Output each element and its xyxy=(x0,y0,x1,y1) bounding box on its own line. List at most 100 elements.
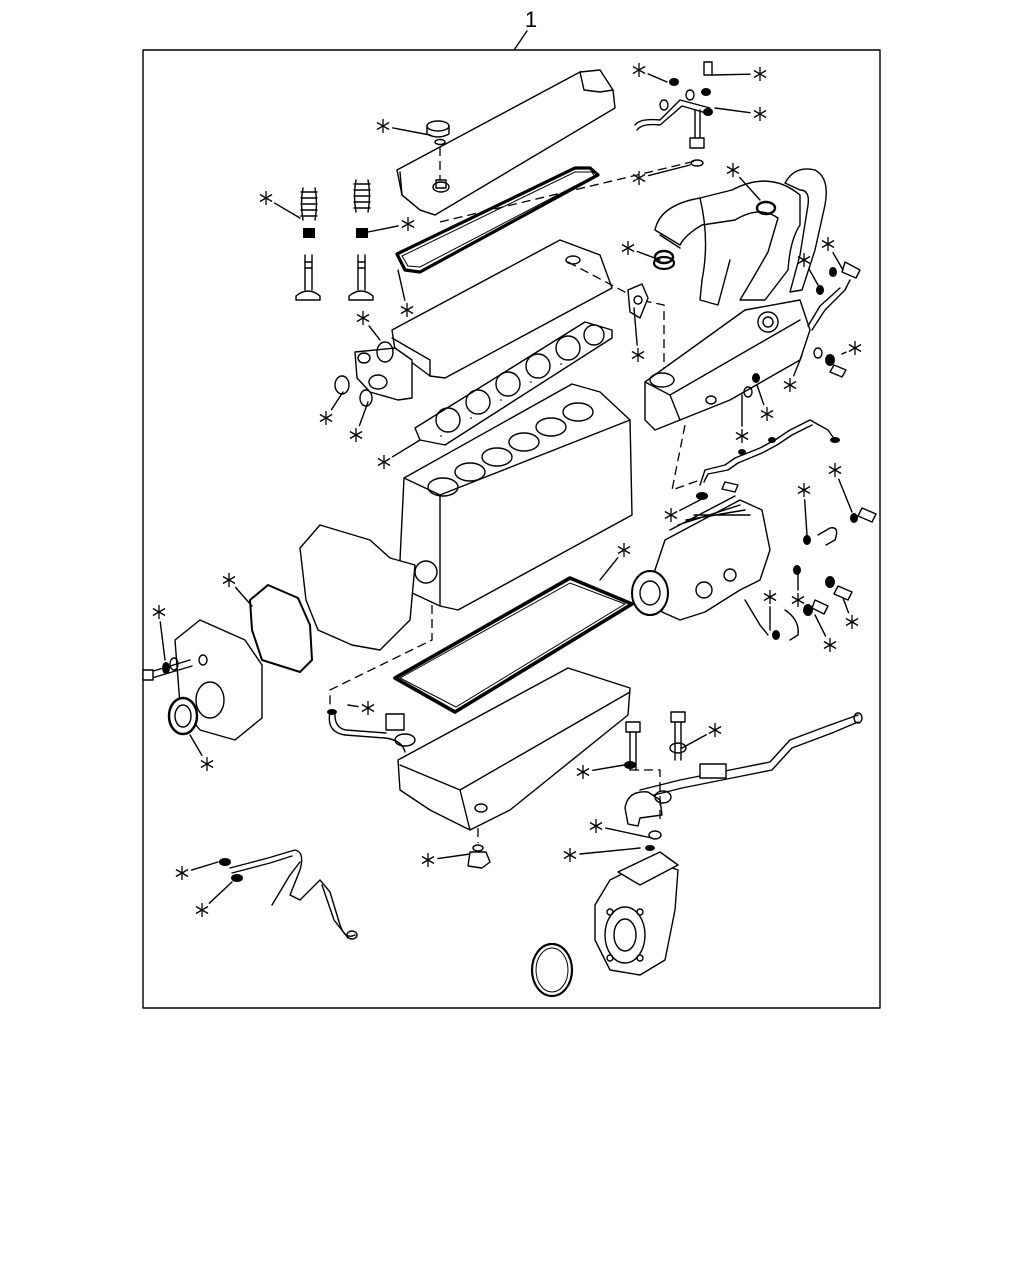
connection-line-b xyxy=(567,261,665,380)
oil-pan-gasket xyxy=(393,576,634,714)
fuel-return-line xyxy=(219,849,358,940)
oil-feed-pipe-right xyxy=(639,712,863,799)
timing-case xyxy=(299,524,416,651)
kit-marker-leader xyxy=(714,107,751,114)
fuel-injection-pump xyxy=(631,495,771,621)
gasket-flange-small xyxy=(627,283,649,319)
rocker-cover xyxy=(396,69,616,216)
kit-marker-leader xyxy=(841,351,847,355)
kit-marker-26 xyxy=(222,573,253,607)
oil-suction-pipe xyxy=(327,709,416,753)
kit-marker-leader xyxy=(793,354,803,377)
kit-marker-leader xyxy=(838,478,853,513)
injector-nozzle xyxy=(689,109,705,167)
intake-manifold xyxy=(644,299,811,431)
kit-marker-24 xyxy=(797,483,811,536)
kit-marker-leader xyxy=(808,268,819,286)
kit-marker-33 xyxy=(681,723,722,749)
valve-intake xyxy=(295,254,321,301)
water-pump-housing xyxy=(594,851,679,976)
kit-marker-17 xyxy=(319,391,344,425)
connection-line-d xyxy=(671,424,701,491)
kit-marker-leader xyxy=(208,881,233,904)
kit-marker-3 xyxy=(714,107,767,121)
kit-marker-leader xyxy=(273,202,301,219)
item-number-label: 1 xyxy=(525,7,537,32)
rocker-cover-gasket xyxy=(395,166,600,274)
bypass-pipe xyxy=(624,790,672,851)
kit-marker-13 xyxy=(397,269,414,317)
fuel-injection-lines xyxy=(696,419,840,500)
kit-marker-leader xyxy=(391,439,421,458)
kit-marker-5 xyxy=(632,164,691,185)
kit-marker-leader xyxy=(636,250,661,261)
oil-pan xyxy=(397,667,631,831)
kit-marker-leader xyxy=(159,621,166,661)
kit-marker-20 xyxy=(756,384,774,421)
connection-line-c xyxy=(439,159,701,223)
kit-marker-22 xyxy=(828,463,853,513)
kit-marker-leader xyxy=(190,861,219,871)
kit-marker-leader xyxy=(605,827,653,839)
o-ring-b xyxy=(359,389,373,407)
kit-marker-leader xyxy=(392,127,431,136)
lower-bolts xyxy=(624,711,687,771)
kit-marker-6 xyxy=(726,163,761,201)
kit-marker-leader xyxy=(234,586,253,607)
valve-spring-exhaust xyxy=(353,179,371,238)
oil-filler-cap xyxy=(426,120,450,146)
kit-marker-leader xyxy=(368,325,381,341)
water-pump-o-ring xyxy=(530,942,574,998)
kit-marker-40 xyxy=(195,881,233,917)
connection-line-e xyxy=(630,769,661,820)
kit-marker-25 xyxy=(599,543,631,581)
kit-marker-9 xyxy=(621,241,661,261)
kit-marker-8 xyxy=(367,217,415,233)
o-ring-a xyxy=(334,375,350,395)
kit-marker-leader xyxy=(711,73,751,76)
kit-marker-10 xyxy=(821,237,844,271)
kit-marker-1 xyxy=(632,63,668,83)
kit-marker-leader xyxy=(633,307,638,346)
kit-marker-18 xyxy=(349,401,369,442)
kit-marker-leader xyxy=(358,401,369,427)
o-ring-c xyxy=(376,341,394,363)
kit-marker-leader xyxy=(738,176,761,201)
kit-marker-15 xyxy=(631,307,645,362)
kit-marker-leader xyxy=(330,391,344,411)
kit-marker-38 xyxy=(421,853,471,867)
kit-marker-16 xyxy=(783,354,803,392)
kit-marker-30 xyxy=(842,597,859,629)
kit-marker-leader xyxy=(814,614,827,637)
front-cover-bolt xyxy=(142,657,193,681)
kit-markers xyxy=(152,63,862,917)
kit-marker-leader xyxy=(397,269,406,301)
kit-marker-36 xyxy=(589,819,653,839)
kit-marker-14 xyxy=(841,341,862,355)
kit-marker-leader xyxy=(803,499,808,536)
kit-marker-leader xyxy=(579,847,641,855)
valve-spring-intake xyxy=(300,187,318,238)
kit-marker-leader xyxy=(679,499,701,512)
drain-plug xyxy=(467,844,491,869)
water-outlet-pipe-upper xyxy=(784,168,827,293)
fuel-pipe-upper-right xyxy=(807,261,861,378)
kit-marker-35 xyxy=(576,763,631,779)
kit-marker-leader xyxy=(832,251,844,271)
kit-marker-leader xyxy=(842,597,850,614)
kit-marker-19 xyxy=(735,394,749,443)
kit-marker-4 xyxy=(376,119,431,136)
kit-marker-leader xyxy=(647,73,668,83)
kit-marker-2 xyxy=(711,67,767,81)
timing-cover-gasket xyxy=(249,584,313,673)
item-callout-leader xyxy=(513,30,528,51)
kit-marker-34 xyxy=(189,734,214,771)
thermostat-housing xyxy=(354,347,413,401)
kit-marker-11 xyxy=(797,253,819,286)
kit-marker-leader xyxy=(437,853,471,860)
kit-marker-leader xyxy=(347,704,359,708)
pump-fittings xyxy=(744,507,877,641)
water-outlet-pipe-large xyxy=(653,180,801,306)
kit-marker-leader xyxy=(189,734,203,757)
